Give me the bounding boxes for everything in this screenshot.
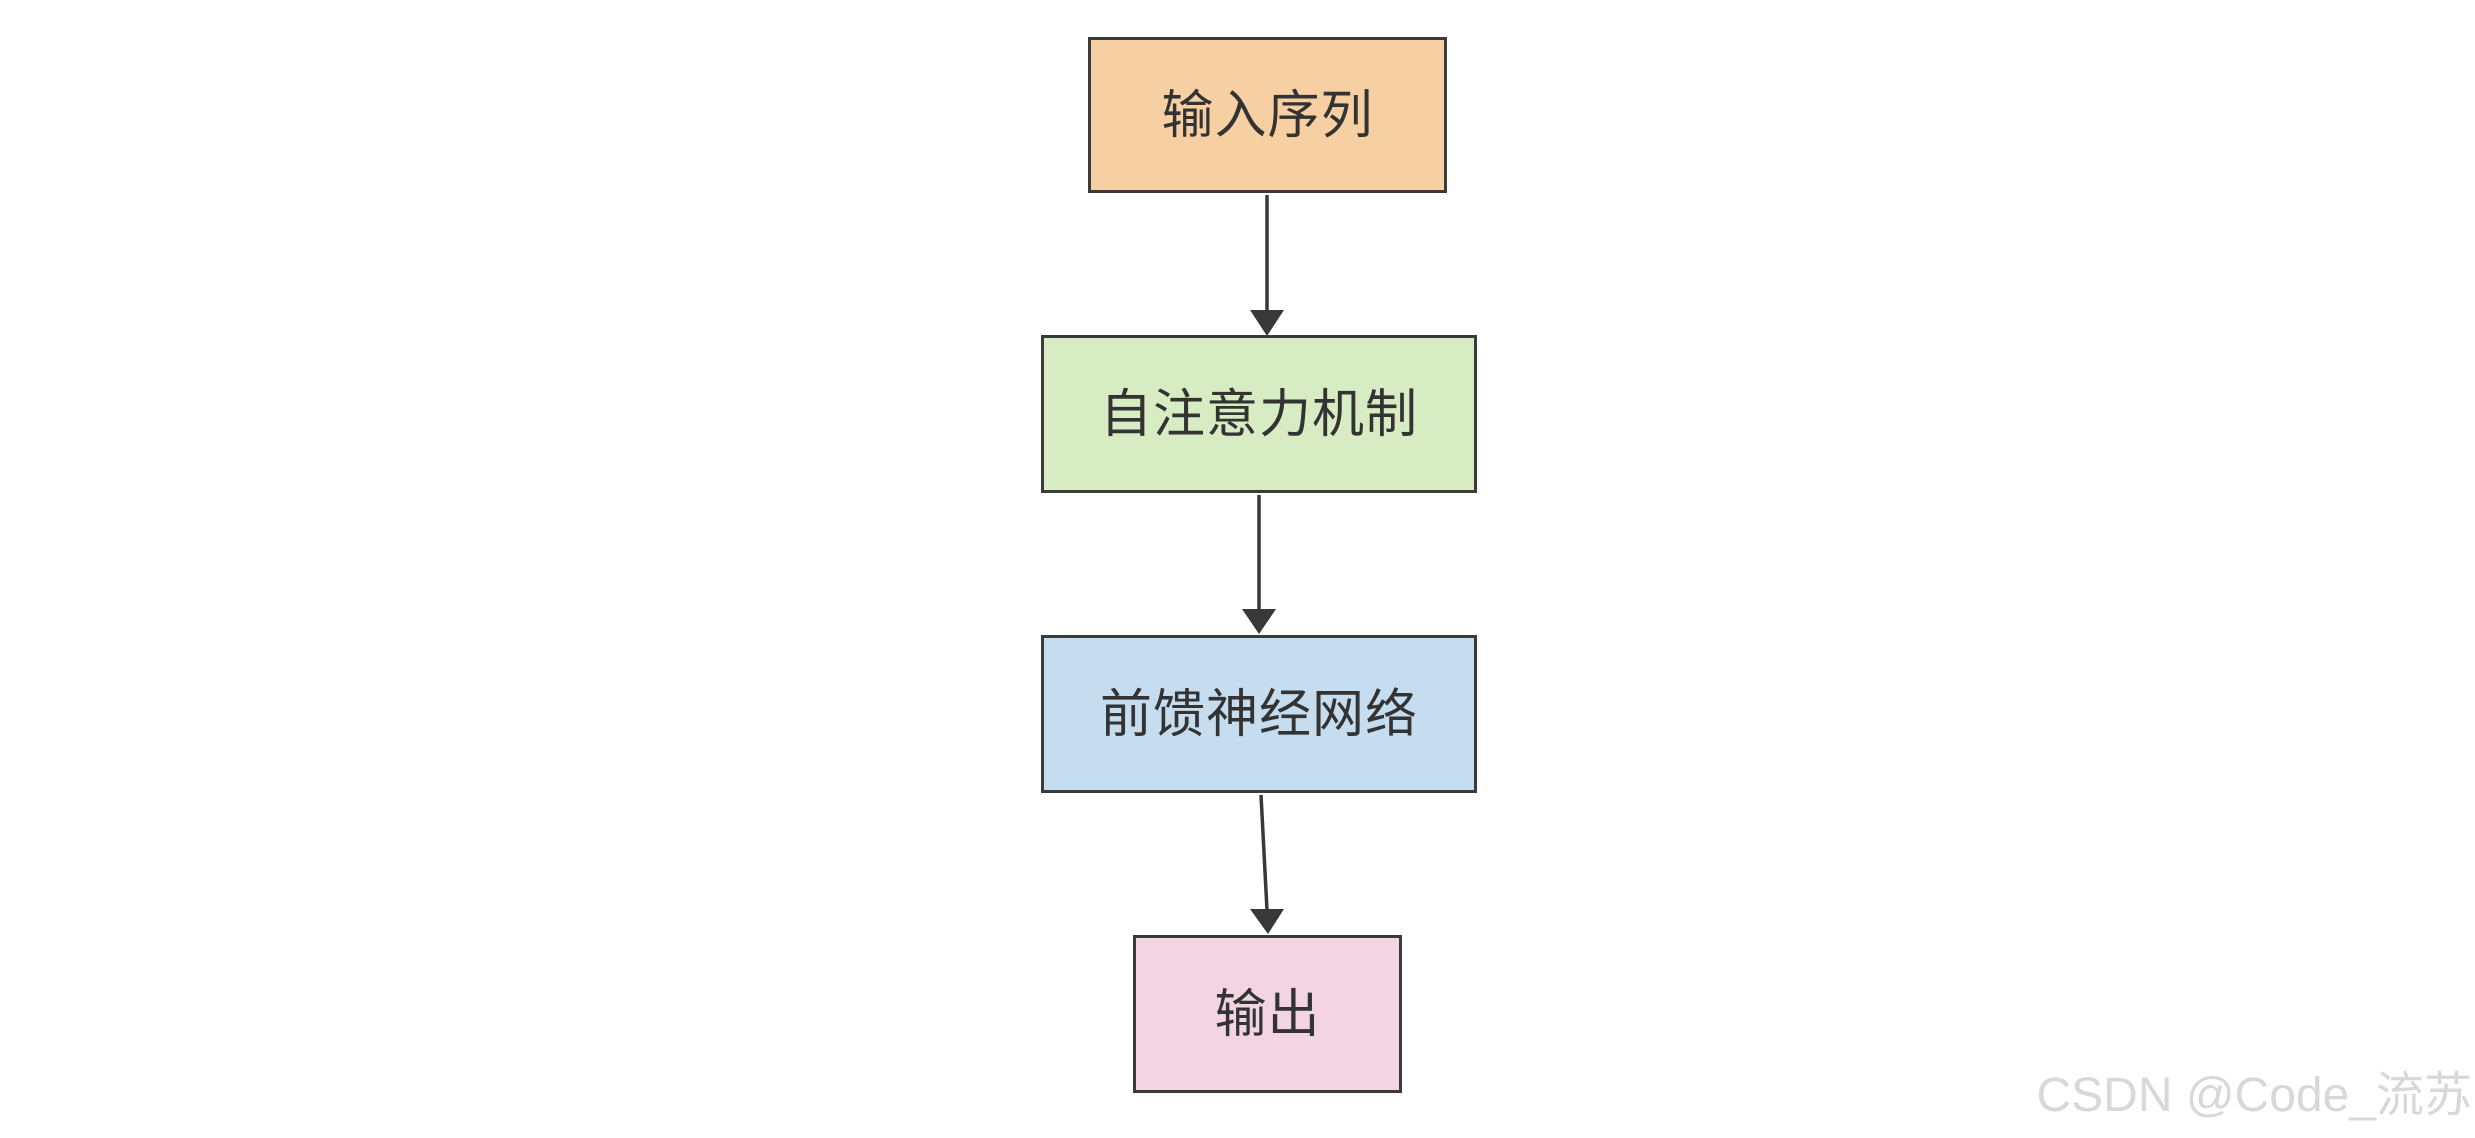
node-output-label: 输出 <box>1214 986 1321 1044</box>
arrow-input-to-attention <box>1250 195 1284 336</box>
node-self-attention: 自注意力机制 <box>1041 335 1477 493</box>
node-feed-forward: 前馈神经网络 <box>1041 635 1477 793</box>
csdn-watermark: CSDN @Code_流苏 <box>2036 1069 2472 1122</box>
node-self-attention-label: 自注意力机制 <box>1099 386 1418 444</box>
arrow-attention-to-ffn <box>1242 495 1276 634</box>
node-input-sequence: 输入序列 <box>1088 37 1447 193</box>
node-input-sequence-label: 输入序列 <box>1161 87 1374 145</box>
node-feed-forward-label: 前馈神经网络 <box>1099 686 1418 744</box>
node-output: 输出 <box>1133 935 1402 1093</box>
arrow-ffn-to-output <box>1250 794 1284 934</box>
